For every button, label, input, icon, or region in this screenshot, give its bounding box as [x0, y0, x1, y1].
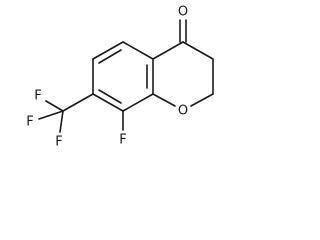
bond-c7-cf3 — [62, 93, 94, 112]
bond-cf3-f-left — [38, 110, 64, 120]
bond-c4-c3 — [182, 41, 214, 60]
bond-c4a-c5 — [122, 41, 154, 60]
chemical-structure: O O F F F F — [26, 5, 214, 150]
bond-cf3-f-top — [45, 100, 64, 112]
bond-o1-c8a — [152, 93, 176, 107]
bond-c4a-c4 — [152, 41, 184, 60]
bond-c5-c6 — [92, 41, 124, 60]
bond-c2-o1 — [190, 93, 214, 107]
ring-oxygen-label: O — [178, 104, 188, 119]
double-bond-c7-c8 — [98, 89, 122, 104]
benzene-ring — [92, 41, 154, 112]
ketone-oxygen-label: O — [178, 5, 188, 20]
cf3-fluorine-bottom-label: F — [55, 135, 62, 150]
bond-c7-c8 — [92, 93, 124, 112]
cf3-fluorine-left-label: F — [26, 115, 33, 130]
bond-cf3-f-bottom — [59, 110, 64, 133]
pyranone-ring — [152, 19, 214, 107]
bond-c8-c8a — [122, 93, 154, 112]
double-bond-c5-c6 — [98, 49, 122, 64]
cf3-fluorine-top-label: F — [34, 89, 41, 104]
ring-fluorine-label: F — [119, 133, 126, 148]
substituents — [38, 93, 124, 133]
